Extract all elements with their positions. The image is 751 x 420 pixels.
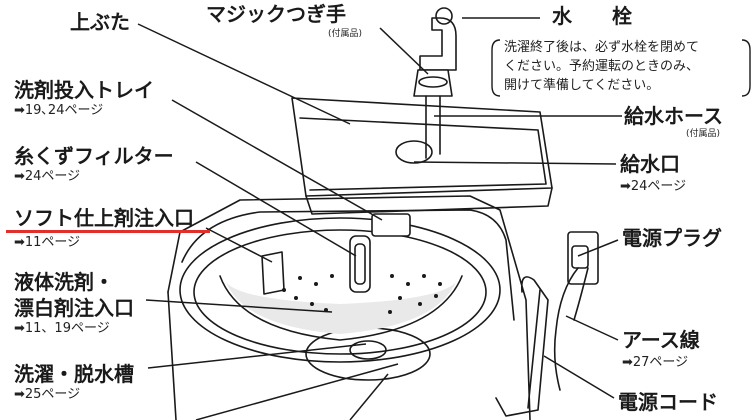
lint-filter-shape [349, 235, 371, 293]
lid-inner [299, 117, 547, 191]
leader-bottom-2 [349, 373, 389, 420]
leader-power-plug [577, 239, 619, 257]
ref-ground-wire: ➡27ページ [622, 355, 689, 370]
power-plug-shape [571, 245, 589, 269]
label-supply-hose: 給水ホース [624, 104, 723, 128]
label-liquid-detergent-2: 漂白剤注入口 [14, 296, 134, 320]
water-inlet-shape [395, 140, 433, 164]
cabinet-top-rim [181, 209, 515, 321]
leader-lint-filter [195, 161, 357, 257]
leader-ground-wire [565, 315, 619, 341]
power-cord-shape [553, 267, 579, 391]
note-bracket [491, 39, 751, 97]
tub-opening [179, 217, 501, 363]
supply-hose-shape [425, 95, 441, 159]
label-lid: 上ぶた [70, 10, 130, 34]
label-detergent-tray: 洗剤投入トレイ [14, 78, 154, 102]
leader-wash-tub [147, 343, 367, 369]
softener-highlight-underline [6, 230, 210, 233]
ref-lint-filter: ➡24ページ [14, 169, 81, 184]
faucet-note-line-3: 開けて準備してください。 [504, 78, 660, 93]
label-ground-wire: アース線 [622, 328, 700, 352]
ref-wash-tub: ➡25ページ [14, 387, 81, 402]
faucet-note-line-1: 洗濯終了後は、必ず水栓を閉めて [504, 40, 700, 55]
drain-hose-shape [495, 276, 549, 417]
label-magic-joint-note: (付属品) [328, 29, 363, 39]
ref-softener-inlet: ➡11ページ [14, 235, 81, 250]
label-liquid-detergent-1: 液体洗剤・ [14, 270, 114, 294]
label-wash-tub: 洗濯・脱水槽 [14, 362, 134, 386]
cabinet-left-side [167, 291, 177, 420]
ground-wire-shape [573, 267, 589, 321]
label-power-plug: 電源プラグ [622, 226, 722, 250]
leader-liquid-detergent [145, 299, 333, 313]
magic-joint-shape [413, 69, 453, 97]
label-faucet: 水 栓 [552, 4, 632, 28]
drum-wall [219, 275, 463, 341]
leader-detergent-tray [171, 99, 383, 221]
leader-magic-joint [379, 27, 429, 75]
ref-detergent-tray: ➡19､24ページ [14, 103, 104, 118]
faucet-shape [419, 17, 457, 71]
leader-lid [137, 23, 351, 125]
label-water-inlet: 給水口 [620, 152, 680, 176]
label-supply-hose-note: (付属品) [686, 129, 721, 139]
leader-power-cord [543, 355, 615, 399]
lid-outline [291, 97, 553, 197]
wall-outlet [567, 231, 599, 285]
label-lint-filter: 糸くずフィルター [14, 144, 174, 168]
leader-bottom-1 [195, 363, 399, 420]
leader-water-inlet [413, 161, 617, 165]
ref-liquid-detergent: ➡11、19ページ [14, 321, 110, 336]
label-magic-joint: マジックつぎ手 [206, 2, 346, 26]
faucet-note-line-2: ください。予約運転のときのみ、 [504, 59, 700, 74]
faucet-note: 洗濯終了後は、必ず水栓を閉めて ください。予約運転のときのみ、 開けて準備してく… [504, 38, 699, 95]
label-softener-inlet: ソフト仕上剤注入口 [14, 206, 194, 230]
label-power-cord: 電源コード [618, 390, 718, 414]
leader-softener [205, 227, 273, 263]
lid-front [305, 187, 553, 215]
tub-inner-rim [193, 229, 487, 355]
pulsator-hub [349, 340, 387, 360]
ref-water-inlet: ➡24ページ [620, 179, 687, 194]
